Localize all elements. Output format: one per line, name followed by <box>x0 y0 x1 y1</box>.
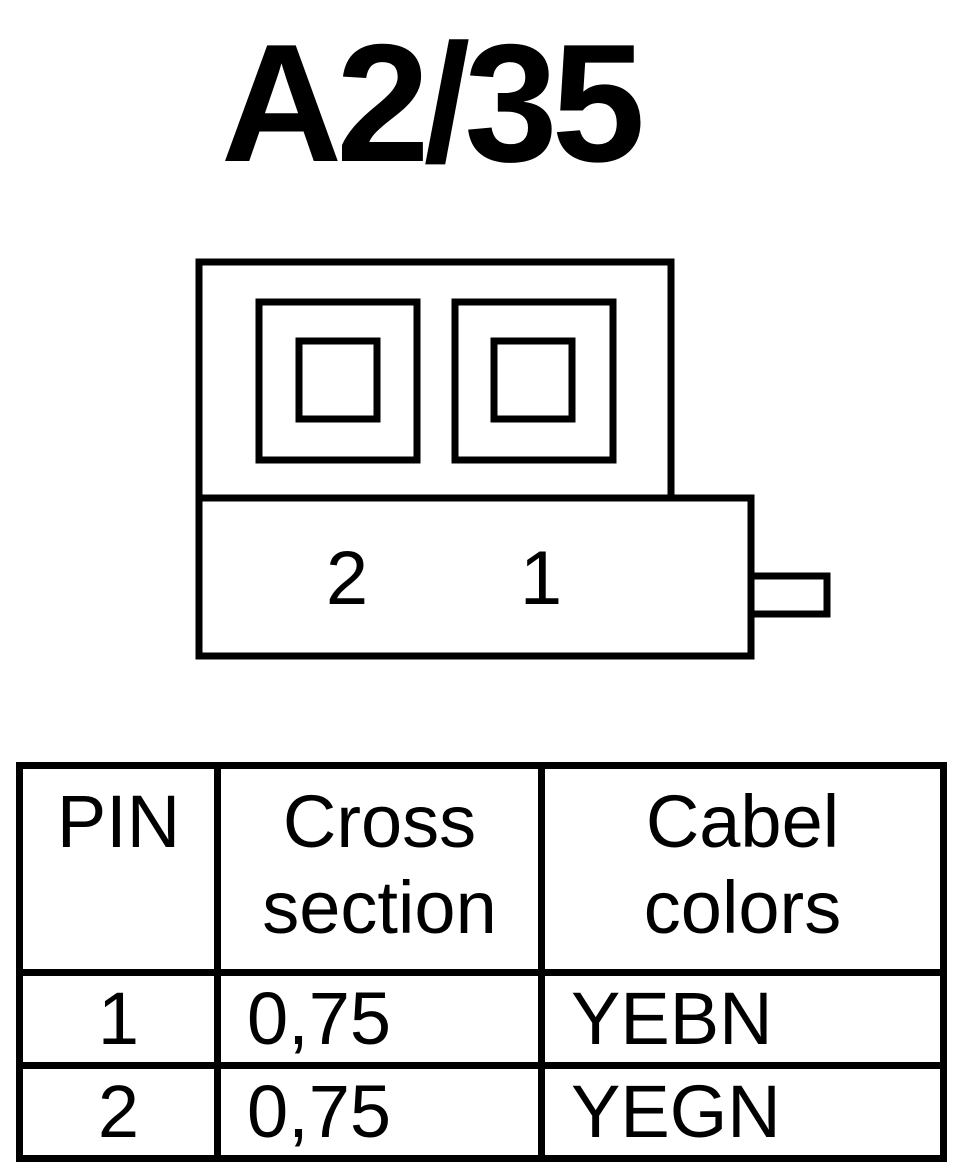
pin-cavity-outer-1 <box>451 298 617 464</box>
pin-table: PIN Cross section Cabel colors 1 0,75 YE… <box>16 762 947 1162</box>
table-row: 1 0,75 YEBN <box>16 969 947 1069</box>
header-cross-section: Cross section <box>214 762 545 976</box>
table-header-row: PIN Cross section Cabel colors <box>16 762 947 976</box>
pin-cavity-inner-2 <box>295 337 381 423</box>
pin-label-1: 1 <box>520 536 562 621</box>
cell-cross-section: 0,75 <box>214 1062 545 1162</box>
connector-title: A2/35 <box>220 9 645 197</box>
cell-cross-section: 0,75 <box>214 969 545 1069</box>
connector-diagram: 2 1 <box>195 258 831 660</box>
header-cable-colors: Cabel colors <box>538 762 947 976</box>
cell-cable-color: YEBN <box>538 969 947 1069</box>
cell-cable-color: YEGN <box>538 1062 947 1162</box>
connector-latch-tab <box>747 572 831 618</box>
pin-label-2: 2 <box>326 536 368 621</box>
cell-pin: 1 <box>16 969 221 1069</box>
pin-cavity-outer-2 <box>255 298 421 464</box>
header-pin: PIN <box>16 762 221 976</box>
pin-cavity-inner-1 <box>490 337 576 423</box>
connector-lower-body <box>195 494 755 660</box>
cell-pin: 2 <box>16 1062 221 1162</box>
table-row: 2 0,75 YEGN <box>16 1062 947 1162</box>
